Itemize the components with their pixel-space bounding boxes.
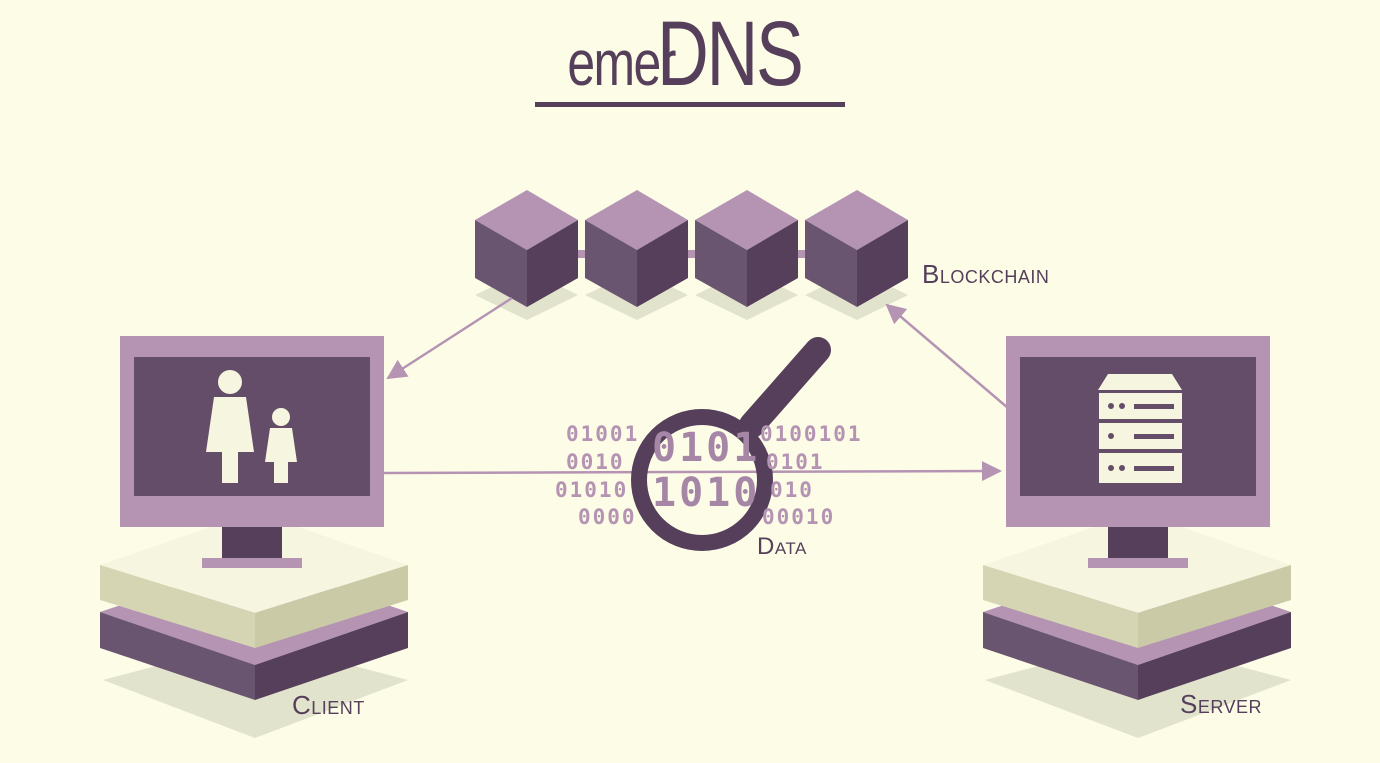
binary-row-2b: 0101: [766, 450, 825, 474]
page-title: emerDNS: [0, 8, 1380, 107]
arrow-icon: [885, 303, 1009, 409]
server-label: Server: [1180, 689, 1263, 719]
title-main: DNS: [657, 3, 804, 105]
magnifier-icon: [631, 337, 831, 551]
cube-icon: [695, 190, 798, 307]
binary-lens-row-2: 1010: [652, 470, 761, 516]
flow-arrows: [382, 296, 1009, 482]
binary-row-4: 0000: [578, 505, 637, 529]
binary-row-1: 01001: [566, 422, 640, 446]
binary-row-3b: 010: [770, 478, 814, 502]
cube-icon: [585, 190, 688, 307]
data-label: Data: [757, 533, 807, 560]
binary-lens-row-1: 0101: [652, 425, 761, 471]
binary-row-2: 0010: [566, 450, 625, 474]
chain-link: [560, 250, 820, 258]
server-monitor: [1006, 336, 1270, 568]
binary-row-4b: 00010: [762, 505, 836, 529]
client-monitor: [120, 336, 384, 568]
blockchain-cubes: [475, 190, 908, 320]
arrow-icon: [382, 461, 1002, 482]
people-icon: [206, 370, 297, 483]
binary-row-1b: 0100101: [760, 422, 863, 446]
blockchain-label: Blockchain: [922, 259, 1050, 289]
client-label: Client: [292, 690, 365, 720]
title-prefix: emer: [567, 27, 677, 99]
server-icon: [1098, 374, 1182, 483]
binary-row-3: 01010: [555, 478, 629, 502]
arrow-icon: [386, 296, 513, 380]
cube-icon: [475, 190, 578, 307]
cube-icon: [805, 190, 908, 307]
